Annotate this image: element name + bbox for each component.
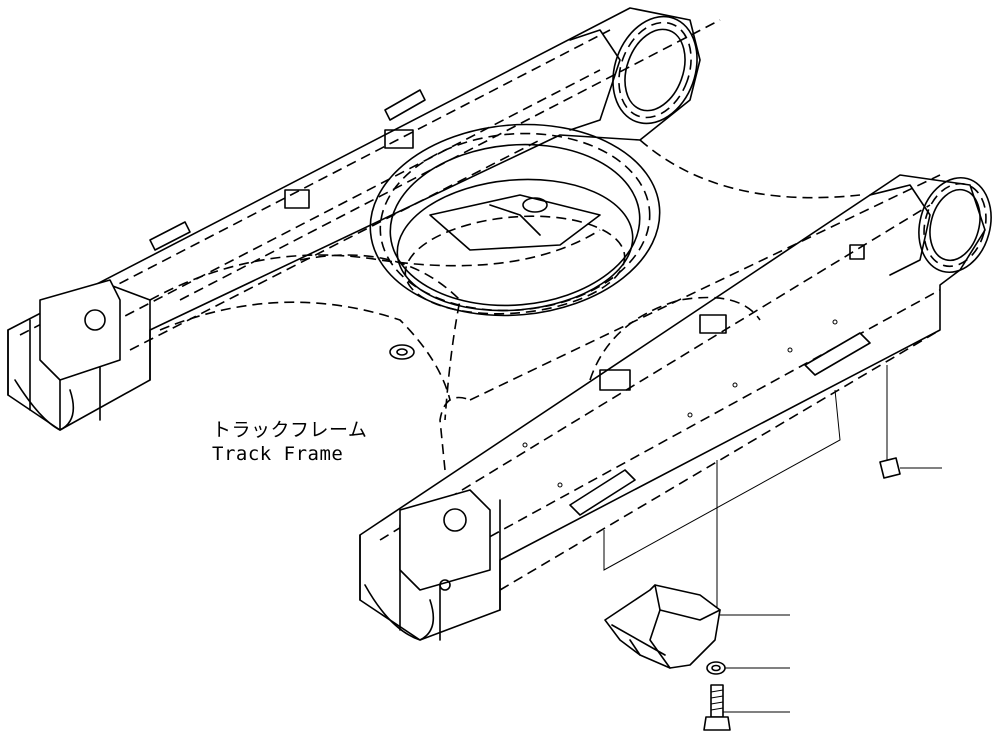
- center-frame: [149, 19, 941, 421]
- left-track-frame: [7, 7, 701, 431]
- guard-assembly-parts: [603, 365, 942, 731]
- washer-part: [706, 661, 726, 675]
- bolt-part: [703, 684, 731, 731]
- plug-part: [879, 457, 901, 479]
- guard-part: [604, 584, 721, 669]
- label-en: Track Frame: [212, 443, 344, 465]
- swing-circle: [369, 123, 661, 317]
- label-jp: トラックフレーム: [212, 419, 368, 441]
- right-track-frame: [359, 174, 992, 641]
